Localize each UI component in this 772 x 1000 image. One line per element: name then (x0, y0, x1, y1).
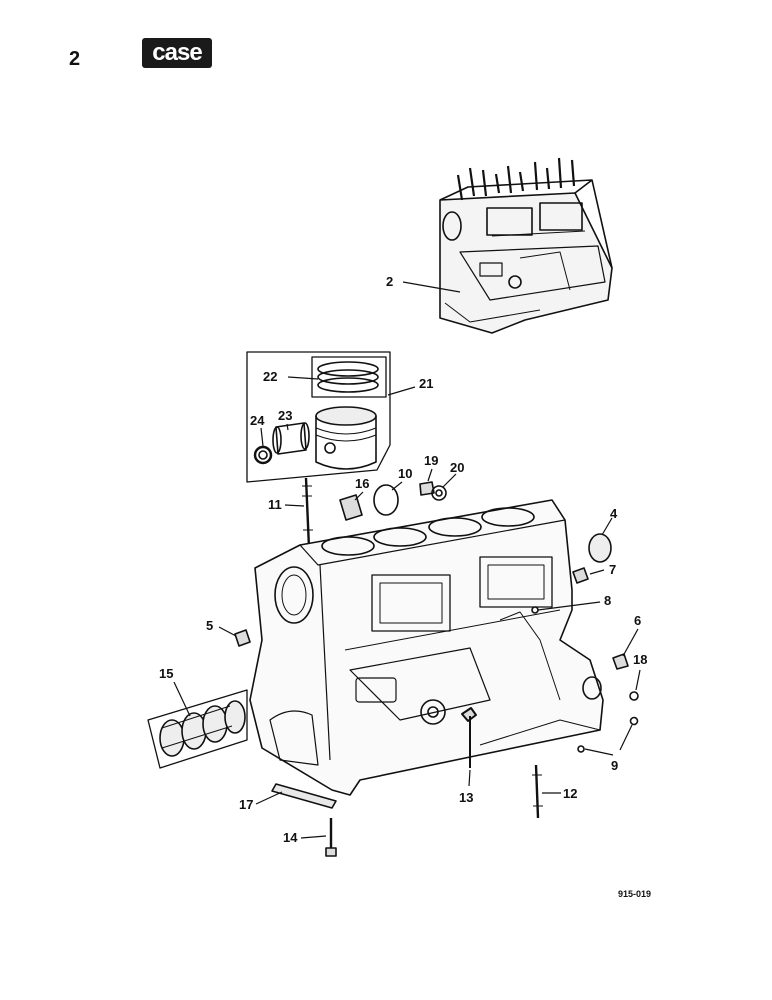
piston-pin (272, 422, 310, 455)
leader-lines (173, 281, 641, 839)
page-number: 2 (69, 48, 81, 70)
piston-rings (317, 361, 379, 393)
bearing-set (147, 689, 248, 769)
assembled-block-illustration (439, 157, 613, 334)
plug-7 (572, 567, 589, 584)
callout-22: 22 (263, 369, 278, 384)
callout-16: 16 (355, 476, 370, 491)
stud-12 (532, 764, 543, 819)
plug-5 (234, 629, 251, 647)
callout-20: 20 (450, 460, 465, 475)
dowel-16 (339, 494, 363, 521)
callout-2: 2 (386, 274, 394, 289)
callout-13: 13 (459, 790, 474, 805)
case-logo: case (142, 38, 212, 68)
callout-10: 10 (398, 466, 413, 481)
callout-19: 19 (424, 453, 439, 468)
callout-5: 5 (206, 618, 214, 633)
washer-20 (431, 485, 447, 501)
seal-17 (271, 783, 337, 809)
callout-12: 12 (563, 786, 578, 801)
snap-ring (253, 445, 273, 465)
bolt-14 (325, 818, 337, 857)
callout-8: 8 (604, 593, 612, 608)
callout-11: 11 (268, 497, 282, 512)
callout-7: 7 (609, 562, 617, 577)
plug-4 (588, 533, 612, 563)
stud-11 (302, 477, 313, 549)
callout-14: 14 (283, 830, 298, 845)
cylinder-block (249, 499, 604, 796)
plug-6 (612, 653, 629, 670)
piston (315, 406, 377, 470)
plug-10 (373, 484, 399, 516)
callout-4: 4 (610, 506, 618, 521)
callout-6: 6 (634, 613, 642, 628)
callout-23: 23 (278, 408, 293, 423)
piston-kit-box (246, 351, 391, 483)
callout-17: 17 (239, 797, 254, 812)
plug-9 (577, 745, 585, 753)
callout-15: 15 (159, 666, 174, 681)
callout-18: 18 (633, 652, 648, 667)
bolt-13 (461, 707, 477, 768)
plugs-18 (629, 691, 639, 726)
callout-21: 21 (419, 376, 434, 391)
callout-24: 24 (250, 413, 265, 428)
figure-code: 915-019 (618, 889, 652, 899)
fitting-19 (419, 481, 435, 496)
callout-9: 9 (611, 758, 619, 773)
